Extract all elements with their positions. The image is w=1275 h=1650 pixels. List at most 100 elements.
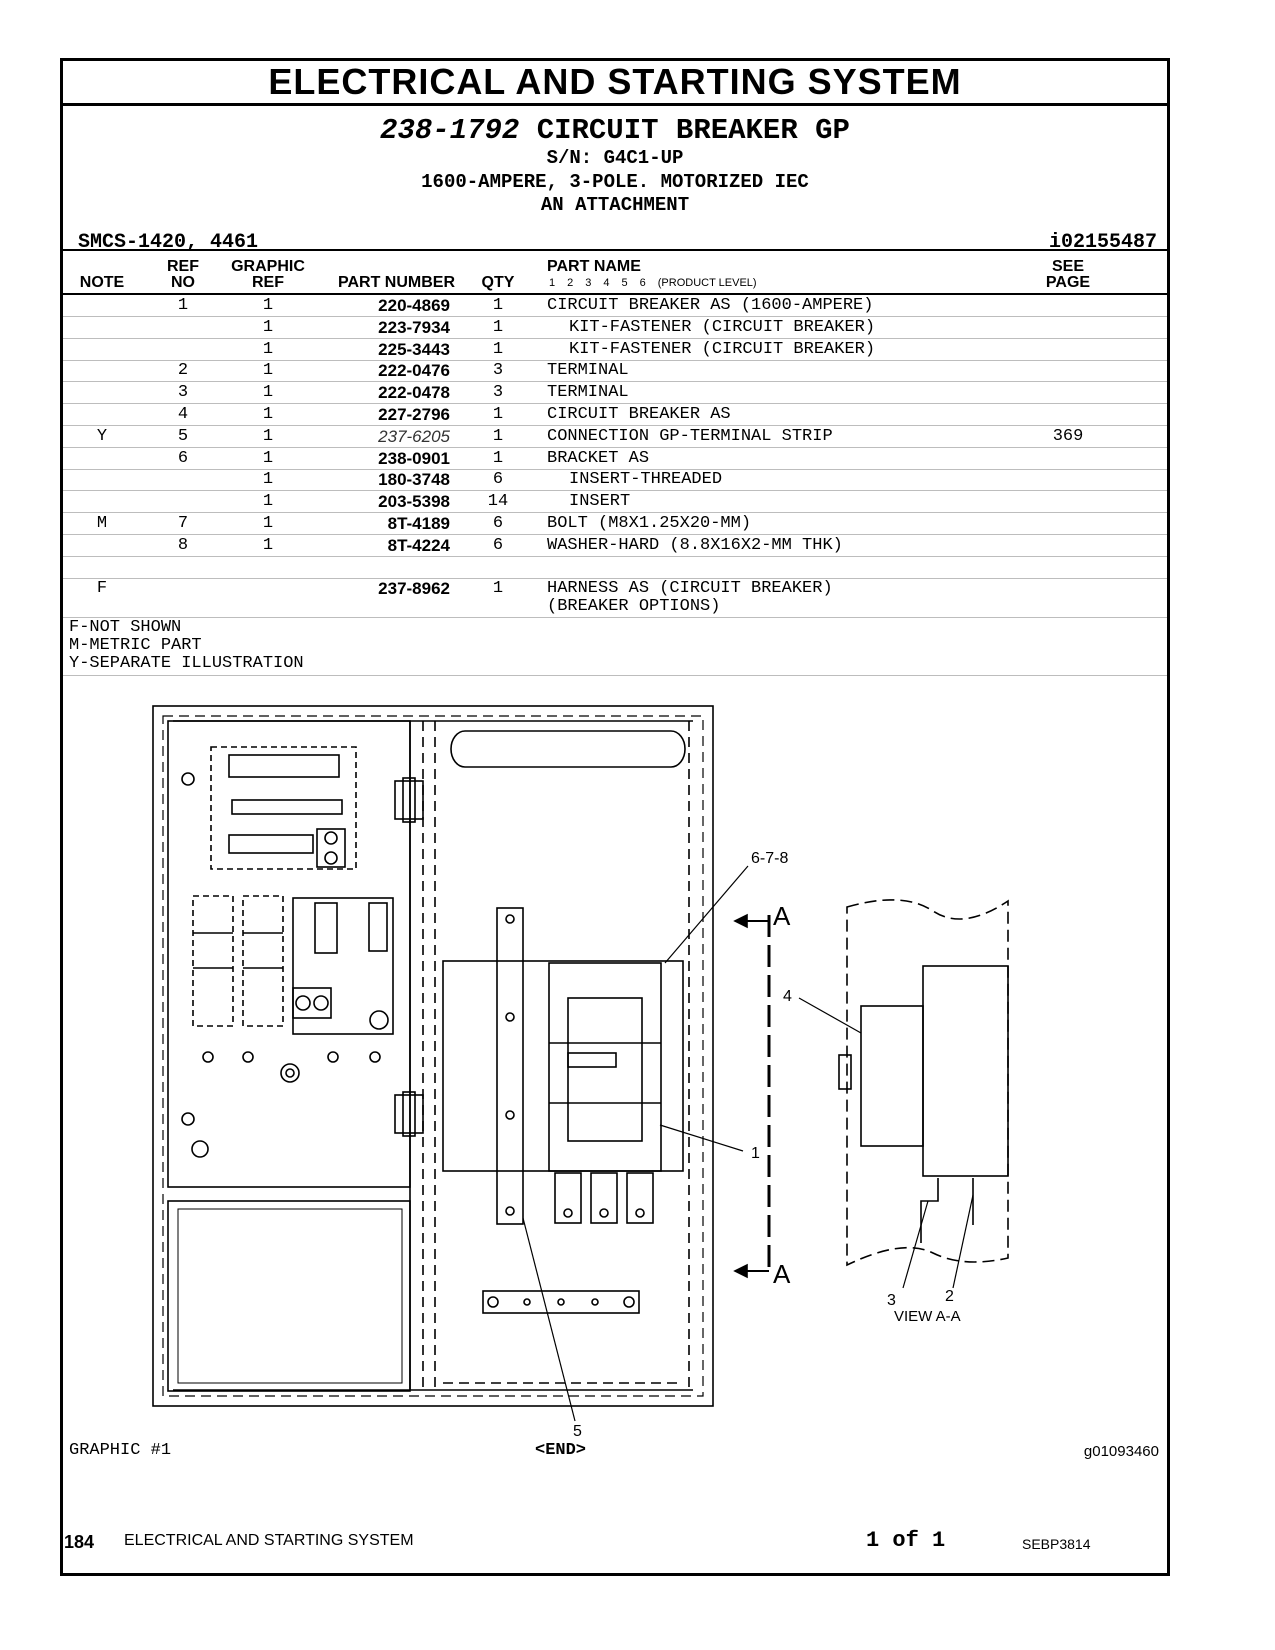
- col-page-header-2: PAGE: [1045, 274, 1091, 291]
- row-graphic-ref: 1: [262, 405, 274, 424]
- row-qty: 6: [492, 536, 504, 555]
- section-marker-bottom: A: [773, 1259, 791, 1289]
- row-divider: [63, 469, 1167, 470]
- row-part-name: INSERT-THREADED: [569, 470, 723, 489]
- row-divider: [63, 338, 1167, 339]
- row-graphic-ref: 1: [262, 318, 274, 337]
- level-5: 5: [621, 277, 628, 289]
- callout-2: 2: [945, 1288, 954, 1305]
- note-y: Y-SEPARATE ILLUSTRATION: [69, 654, 304, 673]
- row-divider: [63, 447, 1167, 448]
- smcs-code: SMCS-1420, 4461: [78, 231, 259, 254]
- group-description: 1600-AMPERE, 3-POLE. MOTORIZED IEC: [421, 171, 809, 193]
- row-part-name: INSERT: [569, 492, 631, 511]
- row-graphic-ref: 1: [262, 470, 274, 489]
- illustration-ident: i02155487: [1048, 231, 1157, 254]
- col-note-header: NOTE: [79, 274, 125, 291]
- row-qty: 1: [492, 449, 504, 468]
- footer-section: ELECTRICAL AND STARTING SYSTEM: [124, 1532, 414, 1549]
- circuit-breaker-body: [442, 960, 684, 1172]
- row-qty: 1: [492, 296, 504, 315]
- row-part-number: 237-8962: [378, 579, 450, 598]
- row-divider: [63, 381, 1167, 382]
- row-ref-no: 5: [177, 427, 189, 446]
- row-part-number: 238-0901: [378, 449, 450, 468]
- row-note: Y: [96, 427, 108, 446]
- row-qty: 3: [492, 383, 504, 402]
- row-part-number: 8T-4189: [387, 514, 450, 533]
- terminal-strip-bracket: [496, 907, 524, 1225]
- row-part-name: CIRCUIT BREAKER AS (1600-AMPERE): [547, 296, 874, 315]
- note-m: M-METRIC PART: [69, 636, 202, 655]
- level-caption: (PRODUCT LEVEL): [657, 277, 757, 289]
- row-qty: 14: [487, 492, 509, 511]
- row-ref-no: 2: [177, 361, 189, 380]
- row-ref-no: 7: [177, 514, 189, 533]
- callout-5: 5: [573, 1423, 582, 1440]
- row-qty: 1: [492, 427, 504, 446]
- row-qty: 1: [492, 318, 504, 337]
- row-part-number: 225-3443: [378, 340, 450, 359]
- graphic-label: GRAPHIC #1: [69, 1441, 172, 1460]
- end-marker: <END>: [535, 1441, 587, 1460]
- view-label: VIEW A-A: [894, 1308, 961, 1325]
- row-part-name: KIT-FASTENER (CIRCUIT BREAKER): [569, 340, 876, 359]
- row-graphic-ref: 1: [262, 514, 274, 533]
- group-number: 238-1792: [380, 114, 520, 147]
- row-part-number: 223-7934: [378, 318, 450, 337]
- section-marker-top: A: [773, 901, 791, 931]
- callout-3: 3: [887, 1292, 896, 1309]
- row-part-name: TERMINAL: [547, 383, 629, 402]
- table-end-rule: [63, 617, 1167, 618]
- section-title: ELECTRICAL AND STARTING SYSTEM: [63, 61, 1167, 106]
- level-6: 6: [639, 277, 646, 289]
- graphic-id: g01093460: [1083, 1443, 1159, 1460]
- row-divider: [63, 316, 1167, 317]
- col-ref-header-2: NO: [171, 274, 195, 291]
- col-qty-header: QTY: [481, 274, 515, 291]
- row-ref-no: 3: [177, 383, 189, 402]
- notes-rule: [63, 675, 1167, 676]
- row-part-number: 220-4869: [378, 296, 450, 315]
- row-divider: [63, 490, 1167, 491]
- row-part-name: BOLT (M8X1.25X20-MM): [547, 514, 752, 533]
- row-graphic-ref: 1: [262, 383, 274, 402]
- row-note: M: [96, 514, 108, 533]
- group-name: CIRCUIT BREAKER GP: [536, 114, 850, 147]
- breaker-side-view: [922, 965, 1009, 1177]
- row-part-number: 222-0478: [378, 383, 450, 402]
- group-type: AN ATTACHMENT: [540, 194, 690, 216]
- row-qty: 6: [492, 470, 504, 489]
- assembly-illustration: 6-7-8 4 1 3 2 5 A A VIEW A-A: [152, 705, 1009, 1440]
- row-qty: 6: [492, 514, 504, 533]
- row-ref-no: 1: [177, 296, 189, 315]
- row-graphic-ref: 1: [262, 361, 274, 380]
- row-ref-no: 8: [177, 536, 189, 555]
- row-divider: [63, 534, 1167, 535]
- row-part-name: TERMINAL: [547, 361, 629, 380]
- group-title: 238-1792 CIRCUIT BREAKER GP: [63, 115, 1167, 147]
- callout-6-7-8: 6-7-8: [751, 850, 788, 867]
- table-header-rule: [63, 293, 1167, 295]
- level-3: 3: [585, 277, 592, 289]
- row-part-name: KIT-FASTENER (CIRCUIT BREAKER): [569, 318, 876, 337]
- row-see-page: 369: [1052, 427, 1084, 446]
- row-part-number: 237-6205: [378, 427, 450, 446]
- col-page-header-1: SEE: [1051, 258, 1084, 275]
- callout-4: 4: [783, 988, 792, 1005]
- row-graphic-ref: 1: [262, 296, 274, 315]
- row-note: F: [96, 579, 108, 598]
- row-graphic-ref: 1: [262, 340, 274, 359]
- serial-number: S/N: G4C1-UP: [546, 147, 684, 169]
- row-continuation: (BREAKER OPTIONS): [547, 597, 721, 616]
- row-part-name: CONNECTION GP-TERMINAL STRIP: [547, 427, 833, 446]
- row-graphic-ref: 1: [262, 449, 274, 468]
- col-pn-header: PART NUMBER: [337, 274, 455, 291]
- row-qty: 1: [492, 579, 504, 598]
- row-divider: [63, 556, 1167, 557]
- level-1: 1: [549, 277, 556, 289]
- lower-cover-panel: [167, 1200, 411, 1392]
- row-qty: 3: [492, 361, 504, 380]
- row-part-name: WASHER-HARD (8.8X16X2-MM THK): [547, 536, 843, 555]
